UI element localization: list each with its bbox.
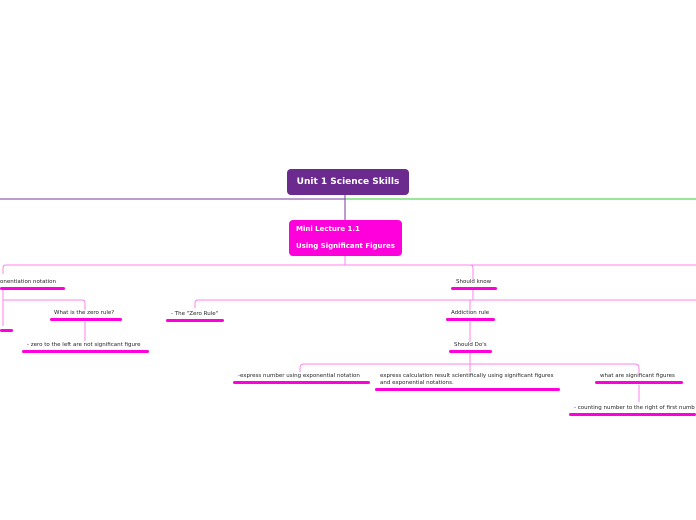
topic-label-line2: and exponential notations. <box>380 380 454 386</box>
topic-label-line1: express calculation result scientificall… <box>380 373 554 379</box>
topic-underline <box>0 329 13 332</box>
topic-should-know[interactable]: Should know <box>451 279 497 290</box>
lecture-title: Mini Lecture 1.1 <box>296 225 360 233</box>
topic-underline <box>595 381 683 384</box>
topic-label: - counting number to the right of first … <box>574 405 695 411</box>
topic-label: - zero to the left are not significant f… <box>27 342 141 348</box>
topic-counting-number[interactable]: - counting number to the right of first … <box>569 405 696 416</box>
central-topic-label: Unit 1 Science Skills <box>296 177 400 187</box>
topic-label: Should know <box>456 279 492 285</box>
topic-underline <box>446 318 495 321</box>
topic-underline <box>569 413 696 416</box>
main-topic-lecture[interactable]: Mini Lecture 1.1 Using Significant Figur… <box>289 220 402 256</box>
lecture-subtitle: Using Significant Figures <box>296 242 395 250</box>
topic-underline <box>451 287 497 290</box>
topic-zero-rule[interactable]: - The "Zero Rule" <box>166 311 224 322</box>
topic-label: -express number using exponential notati… <box>238 373 360 379</box>
topic-label: onentiation notation <box>0 279 56 285</box>
topic-should-dos[interactable]: Should Do's <box>449 342 492 353</box>
topic-label: Addiction rule <box>451 310 490 316</box>
topic-underline <box>166 319 224 322</box>
topic-zero-rule-question[interactable]: What is the zero rule? <box>50 310 122 321</box>
topic-underline <box>375 388 560 391</box>
topic-what-significant[interactable]: what are significant figures <box>595 373 683 384</box>
topic-underline <box>50 318 122 321</box>
central-topic[interactable]: Unit 1 Science Skills <box>287 169 409 195</box>
topic-exponential-notation[interactable]: onentiation notation <box>0 279 65 290</box>
topic-underline <box>233 381 370 384</box>
topic-zero-left[interactable]: - zero to the left are not significant f… <box>22 342 149 353</box>
topic-addiction-rule[interactable]: Addiction rule <box>446 310 495 321</box>
topic-label: Should Do's <box>454 342 487 348</box>
topic-label: what are significant figures <box>600 373 675 379</box>
topic-express-exponential[interactable]: -express number using exponential notati… <box>233 373 370 384</box>
topic-label: What is the zero rule? <box>54 310 115 316</box>
topic-offscreen-left[interactable] <box>0 321 13 332</box>
topic-underline <box>0 287 65 290</box>
topic-underline <box>22 350 149 353</box>
topic-label: - The "Zero Rule" <box>171 311 219 317</box>
topic-underline <box>449 350 492 353</box>
topic-express-calculation[interactable]: express calculation result scientificall… <box>375 373 560 391</box>
